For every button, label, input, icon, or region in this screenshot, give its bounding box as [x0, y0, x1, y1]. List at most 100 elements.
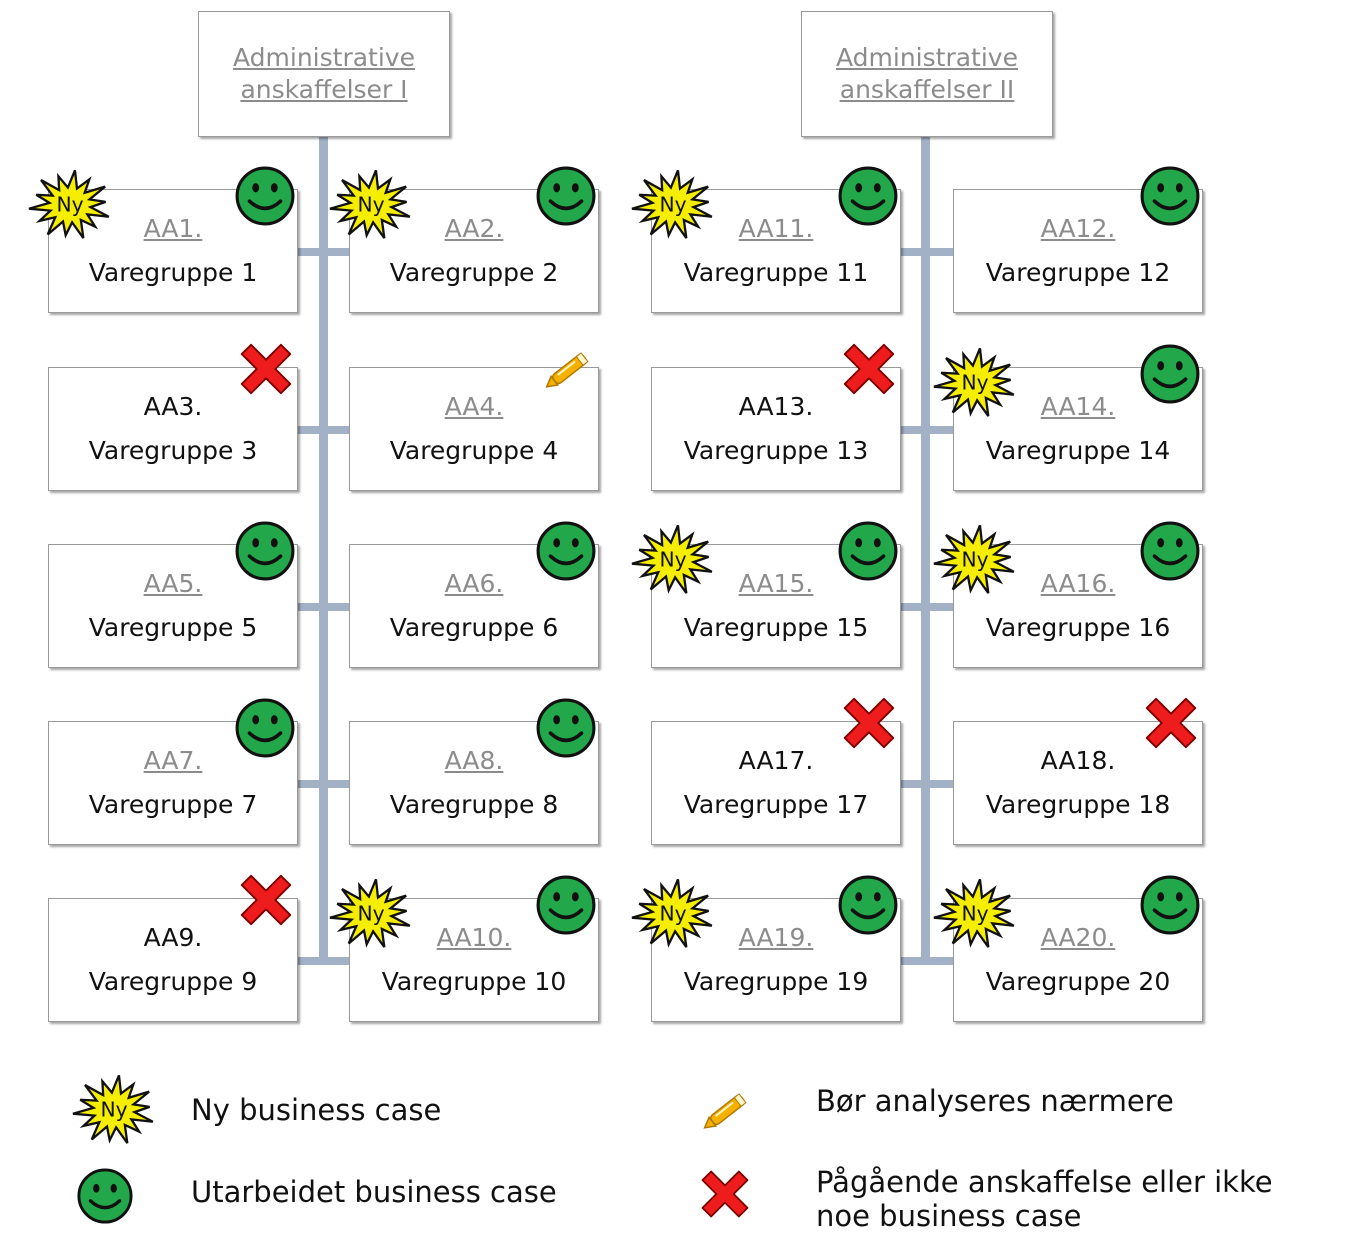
red-cross-icon	[841, 695, 897, 755]
box-code[interactable]: AA14.	[1040, 392, 1116, 421]
red-cross-icon	[1143, 695, 1199, 755]
svg-text:Ny: Ny	[659, 192, 686, 216]
legend-ny-label: Ny business case	[191, 1093, 442, 1127]
box-code: AA17.	[738, 746, 814, 775]
box-code[interactable]: AA11.	[738, 214, 814, 243]
box-code[interactable]: AA7.	[143, 746, 203, 775]
box-name: Varegruppe 4	[389, 436, 559, 465]
ny-starburst-icon: Ny	[929, 876, 1021, 956]
connector-branch-tree1-row3	[298, 603, 349, 611]
box-code[interactable]: AA2.	[444, 214, 504, 243]
box-code[interactable]: AA16.	[1040, 569, 1116, 598]
box-name: Varegruppe 7	[88, 790, 258, 819]
box-code[interactable]: AA10.	[436, 923, 512, 952]
box-name: Varegruppe 5	[88, 613, 258, 642]
smiley-icon	[234, 165, 296, 231]
ny-starburst-icon: Ny	[627, 167, 719, 247]
smiley-icon	[1139, 520, 1201, 586]
connector-trunk-2	[921, 137, 930, 965]
box-name: Varegruppe 12	[985, 258, 1171, 287]
svg-text:Ny: Ny	[961, 370, 988, 394]
red-cross-icon	[841, 341, 897, 401]
smiley-icon	[535, 165, 597, 231]
ny-starburst-icon: Ny	[627, 522, 719, 602]
svg-text:Ny: Ny	[659, 547, 686, 571]
connector-branch-tree2-row3	[900, 603, 953, 611]
box-code: AA13.	[738, 392, 814, 421]
connector-branch-tree1-row2	[298, 426, 349, 434]
box-code[interactable]: AA4.	[444, 392, 504, 421]
box-name: Varegruppe 2	[389, 258, 559, 287]
svg-text:Ny: Ny	[100, 1097, 127, 1121]
box-code: AA18.	[1040, 746, 1116, 775]
box-code[interactable]: AA8.	[444, 746, 504, 775]
svg-text:Ny: Ny	[357, 192, 384, 216]
connector-branch-tree1-row4	[298, 780, 349, 788]
ny-starburst-icon: Ny	[24, 167, 116, 247]
box-name: Varegruppe 17	[683, 790, 869, 819]
smiley-icon	[535, 697, 597, 763]
svg-text:Ny: Ny	[961, 901, 988, 925]
varegruppe-box-7[interactable]: AA7. Varegruppe 7	[48, 721, 298, 845]
legend-pen-icon	[697, 1086, 757, 1136]
box-code: AA3.	[143, 392, 203, 421]
box-name: Varegruppe 10	[381, 967, 567, 996]
smiley-icon	[234, 520, 296, 586]
smiley-icon	[1139, 165, 1201, 231]
ny-starburst-icon: Ny	[929, 522, 1021, 602]
smiley-icon	[837, 874, 899, 940]
smiley-icon	[1139, 874, 1201, 940]
box-code[interactable]: AA15.	[738, 569, 814, 598]
smiley-icon	[837, 165, 899, 231]
svg-text:Ny: Ny	[56, 192, 83, 216]
box-code[interactable]: AA20.	[1040, 923, 1116, 952]
ny-starburst-icon: Ny	[325, 876, 417, 956]
pen-icon	[539, 345, 599, 399]
varegruppe-box-8[interactable]: AA8.Varegruppe 8	[349, 721, 599, 845]
smiley-icon	[535, 520, 597, 586]
box-name: Varegruppe 1	[88, 258, 258, 287]
smiley-icon	[535, 874, 597, 940]
box-code[interactable]: AA12.	[1040, 214, 1116, 243]
box-code[interactable]: AA19.	[738, 923, 814, 952]
box-name: Varegruppe 15	[683, 613, 869, 642]
connector-branch-tree1-row5	[298, 957, 349, 965]
smiley-icon	[837, 520, 899, 586]
legend-utarbeidet-label: Utarbeidet business case	[191, 1175, 557, 1209]
ny-starburst-icon: Ny	[929, 345, 1021, 425]
legend-pagaende-label: Pågående anskaffelse eller ikke noe busi…	[816, 1165, 1273, 1233]
connector-branch-tree2-row1	[900, 248, 953, 256]
svg-text:Ny: Ny	[659, 901, 686, 925]
connector-branch-tree1-row1	[298, 248, 349, 256]
connector-trunk-1	[319, 137, 328, 965]
varegruppe-box-4[interactable]: AA4. Varegruppe 4	[349, 367, 599, 491]
legend-analyseres-label: Bør analyseres nærmere	[816, 1084, 1174, 1118]
connector-branch-tree2-row2	[900, 426, 953, 434]
box-name: Varegruppe 18	[985, 790, 1171, 819]
varegruppe-box-18: AA18. Varegruppe 18	[953, 721, 1203, 845]
box-code[interactable]: AA5.	[143, 569, 203, 598]
box-name: Varegruppe 6	[389, 613, 559, 642]
red-cross-icon	[238, 341, 294, 401]
ny-starburst-icon: Ny	[627, 876, 719, 956]
box-name: Varegruppe 3	[88, 436, 258, 465]
box-code[interactable]: AA1.	[143, 214, 203, 243]
box-code: AA9.	[143, 923, 203, 952]
box-name: Varegruppe 9	[88, 967, 258, 996]
legend-smiley-icon	[76, 1167, 134, 1225]
ny-starburst-icon: Ny	[325, 167, 417, 247]
box-code[interactable]: AA6.	[444, 569, 504, 598]
smiley-icon	[234, 697, 296, 763]
svg-text:Ny: Ny	[961, 547, 988, 571]
smiley-icon	[1139, 343, 1201, 409]
box-name: Varegruppe 19	[683, 967, 869, 996]
header-1-line2: anskaffelser I	[240, 75, 408, 104]
connector-branch-tree2-row4	[900, 780, 953, 788]
svg-text:Ny: Ny	[357, 901, 384, 925]
legend-ny-starburst-icon: Ny	[68, 1072, 160, 1148]
box-name: Varegruppe 16	[985, 613, 1171, 642]
legend-pagaende-line1: Pågående anskaffelse eller ikke	[816, 1165, 1273, 1199]
connector-branch-tree2-row5	[900, 957, 953, 965]
